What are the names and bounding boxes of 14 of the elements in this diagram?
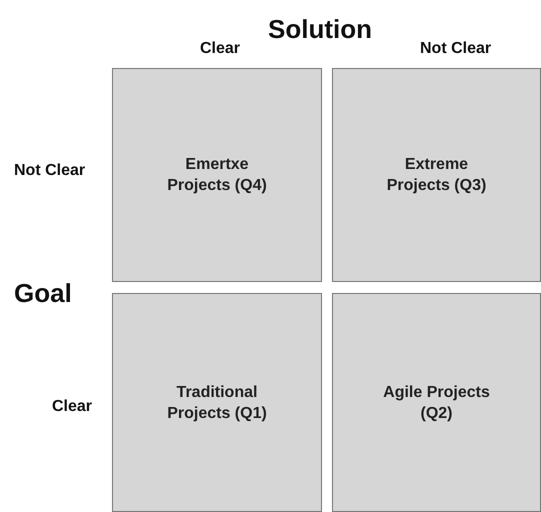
quadrant-box bbox=[112, 293, 322, 512]
axis-title: Goal bbox=[14, 278, 72, 309]
row-label: Clear bbox=[52, 398, 92, 416]
quadrant-label: Extreme Projects (Q3) bbox=[386, 155, 488, 196]
row-label: Not Clear bbox=[14, 162, 86, 180]
quadrant-label: Traditional Projects (Q1) bbox=[166, 382, 268, 424]
quadrant-box bbox=[112, 68, 322, 282]
quadrant-box bbox=[332, 293, 541, 512]
column-label: Not Clear bbox=[420, 40, 492, 58]
quadrant-box bbox=[332, 68, 541, 282]
quadrant-label: Agile Projects (Q2) bbox=[382, 382, 491, 424]
column-label: Clear bbox=[200, 40, 240, 58]
quadrant-label: Emertxe Projects (Q4) bbox=[166, 155, 268, 196]
axis-title: Solution bbox=[268, 14, 372, 45]
